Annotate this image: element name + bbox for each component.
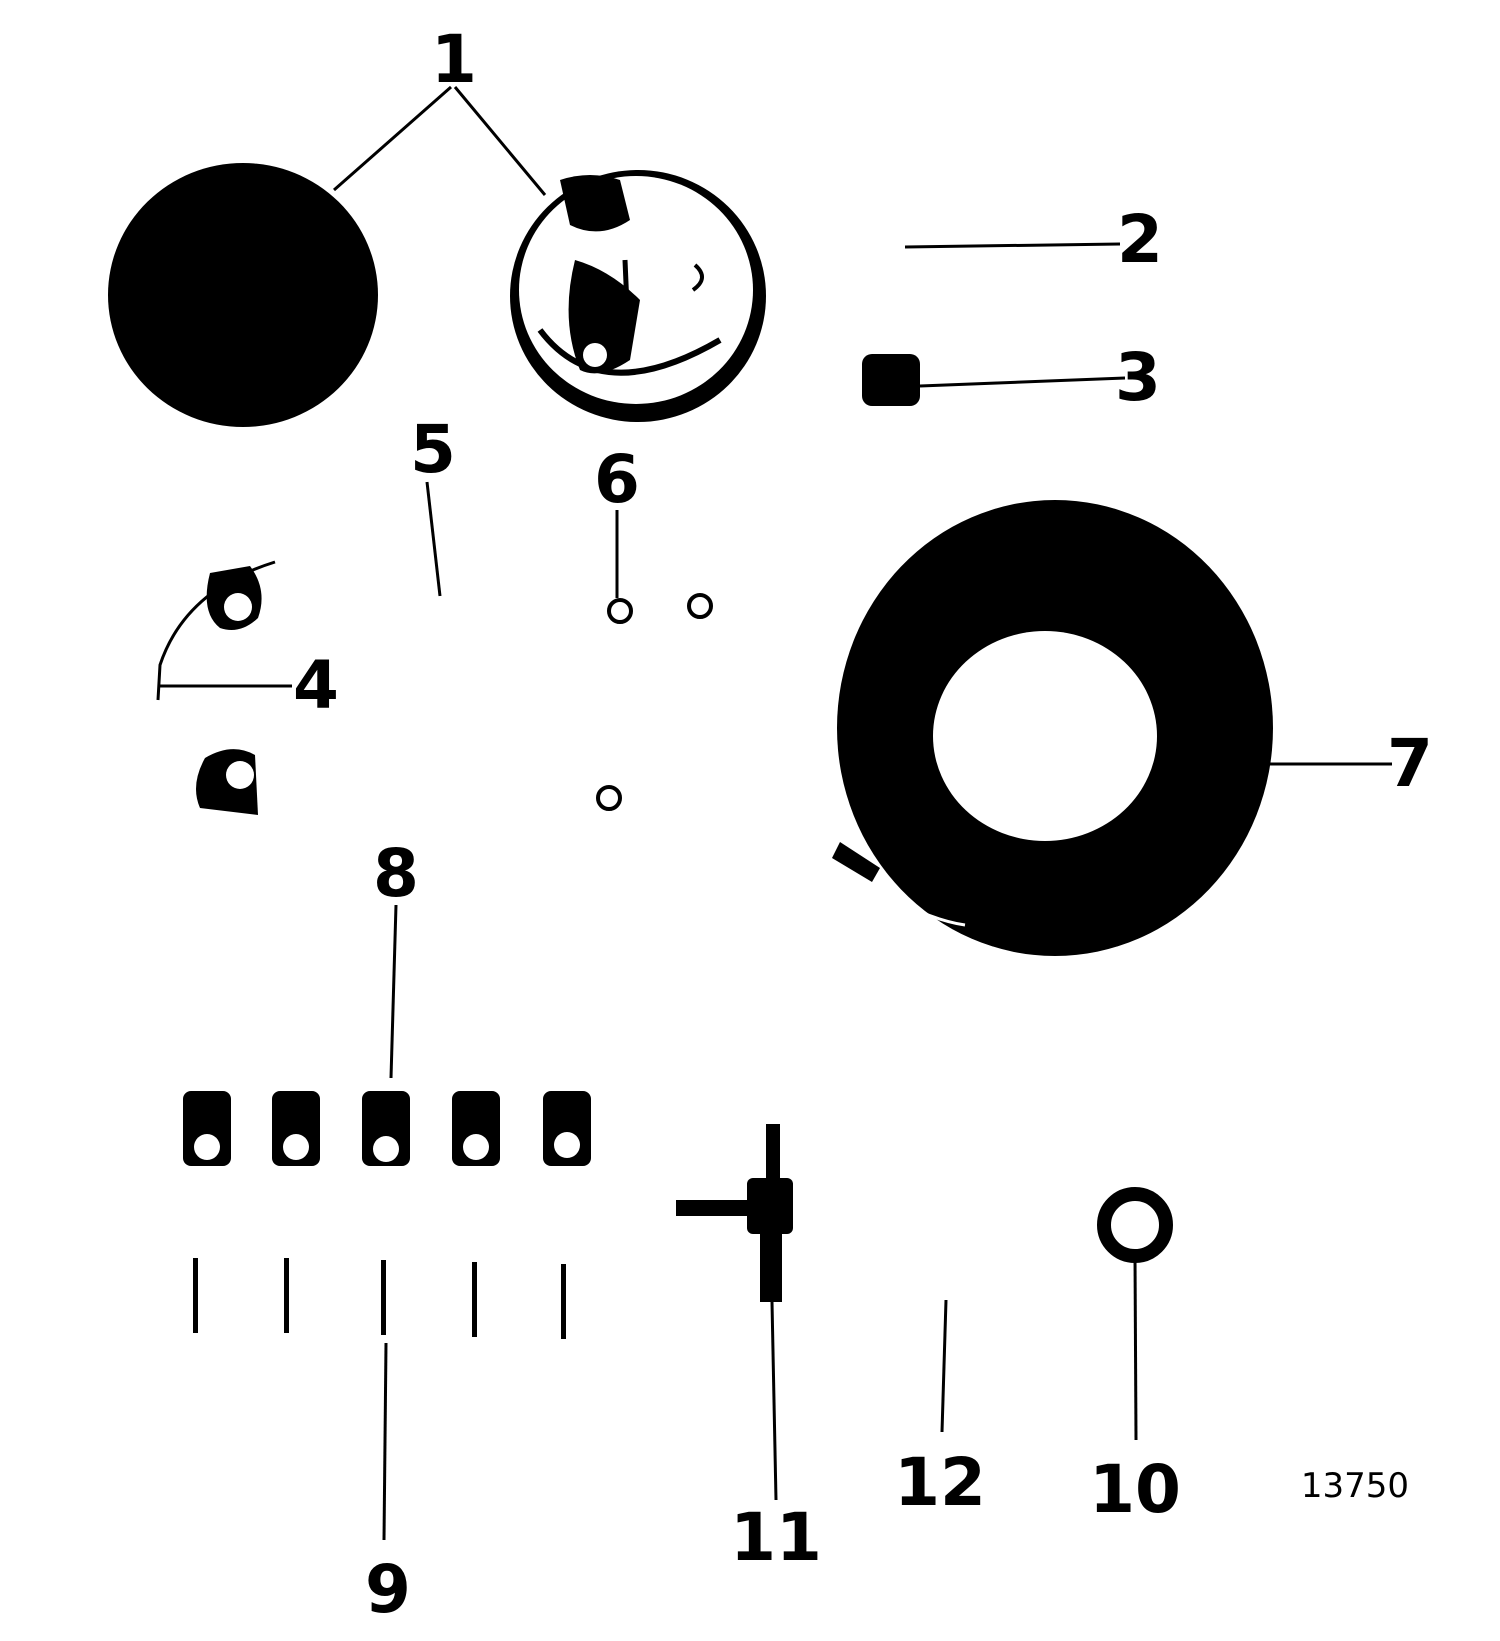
callout-2: 2 — [1117, 201, 1163, 278]
bracket-arc — [156, 560, 276, 701]
washer-1 — [607, 598, 633, 624]
bracket-upper — [206, 566, 262, 631]
bracket-lower — [196, 749, 258, 815]
callout-5: 5 — [410, 411, 456, 488]
callout-9: 9 — [365, 1551, 411, 1628]
callout-11: 11 — [730, 1499, 822, 1576]
small-knob — [862, 354, 920, 406]
callout-12: 12 — [894, 1444, 986, 1521]
washer-2 — [687, 593, 713, 619]
callout-1: 1 — [431, 21, 477, 98]
washer-3 — [596, 785, 622, 811]
ring-terminal-4 — [452, 1091, 500, 1166]
gauge-back-disc — [108, 163, 378, 427]
o-ring — [1097, 1187, 1173, 1263]
coil-ring — [832, 500, 1273, 956]
callout-4: 4 — [293, 647, 339, 724]
ring-terminal-3 — [362, 1091, 410, 1166]
callout-10: 10 — [1089, 1451, 1181, 1528]
ring-terminal-5 — [543, 1091, 591, 1166]
callout-6: 6 — [594, 441, 640, 518]
figure-number: 13750 — [1301, 1466, 1409, 1506]
gauge-face — [510, 170, 766, 422]
screws — [193, 1258, 566, 1339]
leader-lines — [160, 85, 1392, 1541]
callout-3: 3 — [1115, 339, 1161, 416]
callout-8: 8 — [373, 835, 419, 912]
ring-terminal-2 — [272, 1091, 320, 1166]
ring-terminal-1 — [183, 1091, 231, 1166]
tee-fitting — [676, 1124, 793, 1302]
callout-7: 7 — [1387, 725, 1433, 802]
